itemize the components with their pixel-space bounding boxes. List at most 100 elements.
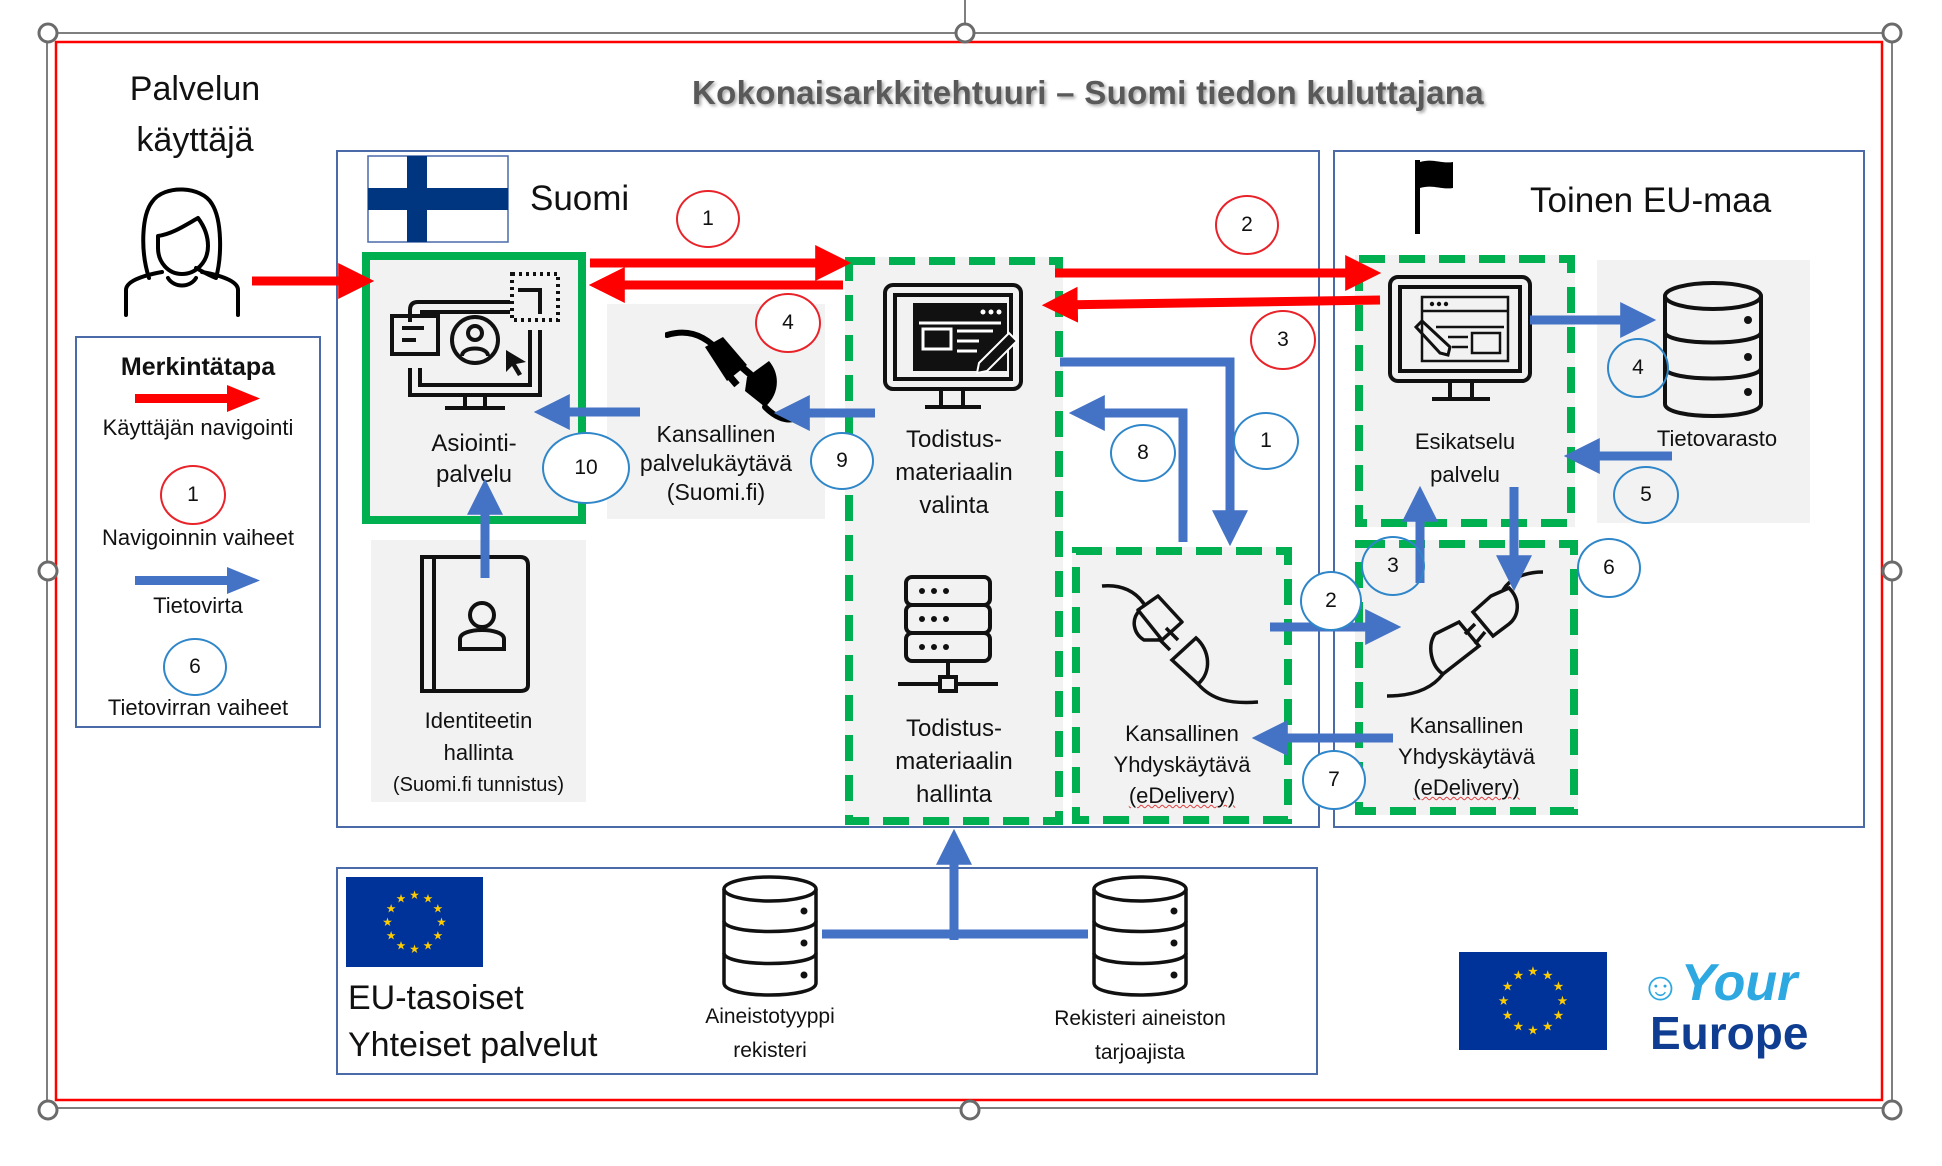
- eu-star: ★: [433, 930, 443, 943]
- label-line: tarjoajista: [1095, 1041, 1185, 1064]
- resize-handle[interactable]: [954, 22, 976, 44]
- logo-your: Your: [1680, 954, 1798, 1012]
- plug-outline-icon: [1101, 583, 1259, 705]
- valinta-label: Todistus- materiaalin valinta: [845, 423, 1063, 522]
- database-icon: [722, 875, 818, 997]
- nav-step-4: 4: [755, 293, 821, 353]
- other-country-label: Toinen EU-maa: [1530, 181, 1772, 220]
- eu-star: ★: [382, 916, 392, 929]
- your-europe-logo: ☺Your: [1640, 957, 1797, 1012]
- eu-flag-icon: ★★★★★★★★★★★★: [1459, 952, 1607, 1050]
- eu-star: ★: [1557, 993, 1568, 1008]
- label-line: Kansallinen: [1125, 721, 1239, 746]
- eu-star: ★: [386, 930, 396, 943]
- flow-step-4: 4: [1607, 338, 1669, 398]
- logo-europe: Europe: [1650, 1007, 1809, 1059]
- eu-star: ★: [423, 939, 433, 952]
- legend-label-navigation: Käyttäjän navigointi: [102, 415, 294, 440]
- label-line: Esikatselu: [1414, 429, 1516, 454]
- person-icon: [124, 187, 240, 317]
- flow-step-8: 8: [1110, 424, 1176, 482]
- eu-star: ★: [436, 916, 446, 929]
- label-line: (Suomi.fi tunnistus): [392, 774, 565, 796]
- other-country-container: [1333, 150, 1865, 828]
- suomi-container: [336, 150, 1320, 828]
- label-line: (Suomi.fi): [666, 479, 766, 505]
- flow-step-1: 1: [1233, 412, 1299, 470]
- legend-flow-step-circle: 6: [163, 638, 227, 696]
- legend-nav-step-circle: 1: [160, 465, 226, 525]
- eu-star: ★: [1542, 968, 1553, 983]
- label-line: (eDelivery): [1413, 775, 1520, 800]
- tietovarasto-label: Tietovarasto: [1656, 426, 1778, 451]
- resize-handle[interactable]: [37, 1099, 59, 1121]
- identiteetti-label: Identiteetin hallinta (Suomi.fi tunnistu…: [371, 705, 586, 801]
- flow-step-3: 3: [1361, 536, 1425, 596]
- palvelukaytava-label: Kansallinen palvelukäytävä (Suomi.fi): [607, 420, 825, 507]
- label-line: Yhdyskäytävä: [1113, 752, 1251, 777]
- legend-blue-arrow-icon: [135, 567, 260, 594]
- eu-services-container: [336, 867, 1318, 1075]
- flow-step-10: 10: [542, 432, 630, 504]
- label-line: Todistus-: [905, 426, 1003, 453]
- eu-services-label: EU-tasoiset Yhteiset palvelut: [348, 975, 598, 1069]
- user-label-line: käyttäjä: [136, 121, 254, 159]
- nav-step-1: 1: [676, 190, 740, 248]
- suomi-gateway-label: Kansallinen Yhdyskäytävä (eDelivery): [1072, 718, 1292, 811]
- finland-flag-icon: [367, 155, 509, 243]
- legend-label-flow-steps: Tietovirran vaiheet: [107, 695, 289, 720]
- eu-star: ★: [433, 903, 443, 916]
- eu-star: ★: [396, 893, 406, 906]
- database-icon: [1092, 875, 1188, 997]
- resize-handle[interactable]: [37, 22, 59, 44]
- label-line: Aineistotyyppi: [705, 1005, 835, 1028]
- eu-star: ★: [1498, 993, 1509, 1008]
- legend-label-nav-steps: Navigoinnin vaiheet: [101, 525, 295, 550]
- legend-box: [75, 336, 321, 728]
- identiteetti-box[interactable]: [371, 540, 586, 802]
- eu-star: ★: [396, 939, 406, 952]
- asiointi-palvelu-label: Asiointi- palvelu: [362, 428, 586, 490]
- server-icon: [898, 575, 998, 693]
- label-line: Yhdyskäytävä: [1398, 744, 1535, 769]
- legend-label-dataflow: Tietovirta: [153, 593, 243, 618]
- resize-handle[interactable]: [1881, 560, 1903, 582]
- other-gateway-label: Kansallinen Yhdyskäytävä (eDelivery): [1355, 710, 1578, 803]
- flag-icon: [1415, 160, 1453, 234]
- plug-icon: [665, 329, 795, 423]
- eu-star: ★: [1513, 968, 1524, 983]
- resize-handle[interactable]: [37, 560, 59, 582]
- registry2-label: Rekisteri aineiston tarjoajista: [1020, 1002, 1260, 1070]
- flow-step-9: 9: [810, 432, 874, 490]
- label-line: Kansallinen: [1409, 713, 1524, 738]
- flow-step-2: 2: [1300, 571, 1362, 631]
- label-line: Identiteetin: [424, 708, 533, 733]
- eu-star: ★: [1513, 1018, 1524, 1033]
- label-line: Todistus-: [905, 715, 1003, 742]
- document-edit-monitor-icon: [883, 283, 1023, 409]
- eu-star: ★: [1542, 1018, 1553, 1033]
- label-line: materiaalin: [895, 459, 1013, 486]
- nav-step-3: 3: [1250, 310, 1316, 370]
- eu-star: ★: [1502, 978, 1513, 993]
- label-line: hallinta: [443, 740, 514, 765]
- eu-star: ★: [409, 889, 419, 902]
- resize-handle[interactable]: [1881, 22, 1903, 44]
- suomi-label: Suomi: [530, 179, 630, 218]
- label-line: Rekisteri aineiston: [1054, 1007, 1226, 1030]
- resize-handle[interactable]: [1881, 1099, 1903, 1121]
- eu-star: ★: [386, 903, 396, 916]
- label-line: rekisteri: [733, 1039, 807, 1062]
- label-line: EU-tasoiset: [348, 979, 524, 1017]
- id-card-contact-icon: [420, 555, 530, 693]
- nav-step-2: 2: [1215, 195, 1279, 255]
- eu-star: ★: [1527, 1022, 1538, 1037]
- hallinta-label: Todistus- materiaalin hallinta: [845, 712, 1063, 811]
- smile-icon: ☺: [1640, 965, 1681, 1009]
- label-line: hallinta: [915, 781, 993, 808]
- esikatselu-label: Esikatselu palvelu: [1355, 425, 1575, 491]
- label-line: valinta: [919, 492, 989, 519]
- resize-handle[interactable]: [959, 1099, 981, 1121]
- eu-star: ★: [1553, 978, 1564, 993]
- label-line: materiaalin: [895, 748, 1013, 775]
